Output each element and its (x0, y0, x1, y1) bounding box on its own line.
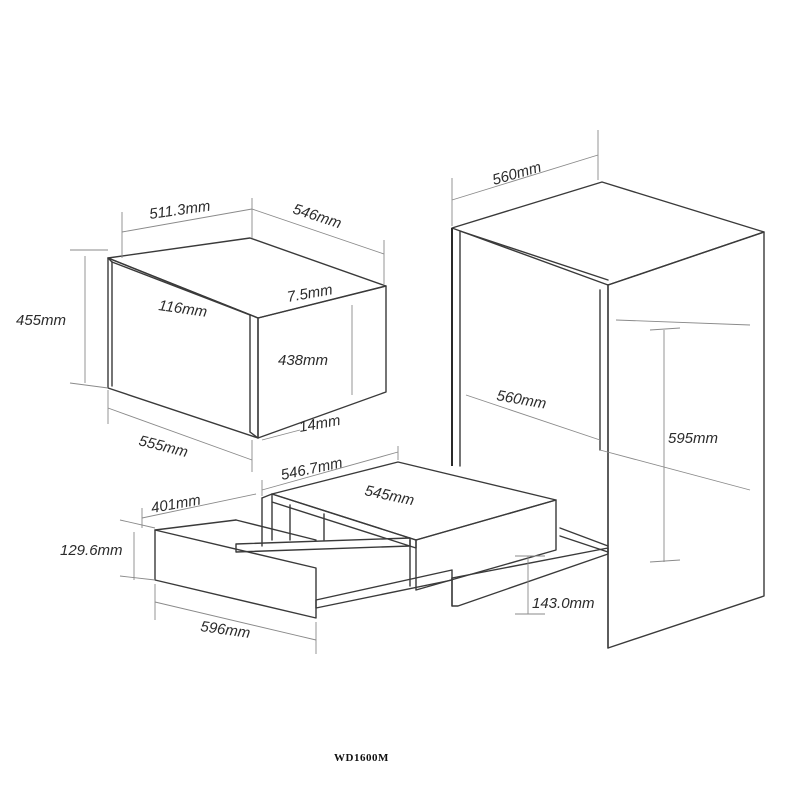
drawer-front-width-label: 596mm (199, 618, 251, 642)
drawer-carcass-front (415, 499, 557, 591)
oven-bottom-offset-label: 14mm (298, 412, 342, 436)
built-in-oven (107, 237, 387, 439)
drawer-front-height-label: 129.6mm (60, 542, 123, 559)
drawer-side-label: 401mm (150, 492, 202, 517)
drawer-front-panel (154, 529, 317, 619)
drawer-dimension-lines (119, 446, 545, 654)
oven-panel-edge (111, 261, 251, 316)
cabinet-top-width-label: 560mm (490, 159, 543, 189)
drawer-niche-height-label: 143.0mm (532, 595, 595, 612)
oven-depth-top-label: 546mm (291, 201, 344, 233)
cabinet-labels: 560mm 560mm 595mm (490, 159, 718, 447)
oven-dimension-lines (69, 198, 385, 472)
oven-top-face (107, 237, 387, 319)
model-number: WD1600M (334, 752, 389, 764)
cabinet (451, 181, 765, 649)
oven-front-gap-label: 7.5mm (286, 281, 334, 306)
drawer-depth-label: 546.7mm (279, 454, 344, 484)
oven-panel-label: 116mm (157, 297, 208, 321)
cabinet-top (451, 181, 765, 286)
warming-drawer (154, 461, 609, 619)
cabinet-inner-depth-label: 560mm (495, 387, 547, 412)
cabinet-dimension-lines (451, 130, 681, 563)
oven-inner-height-label: 438mm (278, 352, 328, 369)
oven-base-width-label: 555mm (137, 432, 190, 461)
drawer-bottom-rail (315, 569, 453, 609)
cabinet-height-label: 595mm (668, 430, 718, 447)
oven-panel-edge (249, 431, 259, 439)
oven-width-top-label: 511.3mm (148, 198, 211, 223)
oven-panel-edge (107, 257, 113, 263)
oven-front-face (107, 257, 259, 439)
cabinet-inner-top-edge (459, 230, 609, 281)
oven-labels: 511.3mm 546mm 455mm 116mm 7.5mm 438mm 14… (16, 198, 344, 461)
drawer-inner-width-label: 545mm (363, 482, 415, 509)
drawer-carcass-lip (271, 493, 417, 549)
drawer-labels: 546.7mm 401mm 545mm 129.6mm 596mm 143.0m… (60, 454, 595, 642)
oven-height-label: 455mm (16, 312, 66, 329)
